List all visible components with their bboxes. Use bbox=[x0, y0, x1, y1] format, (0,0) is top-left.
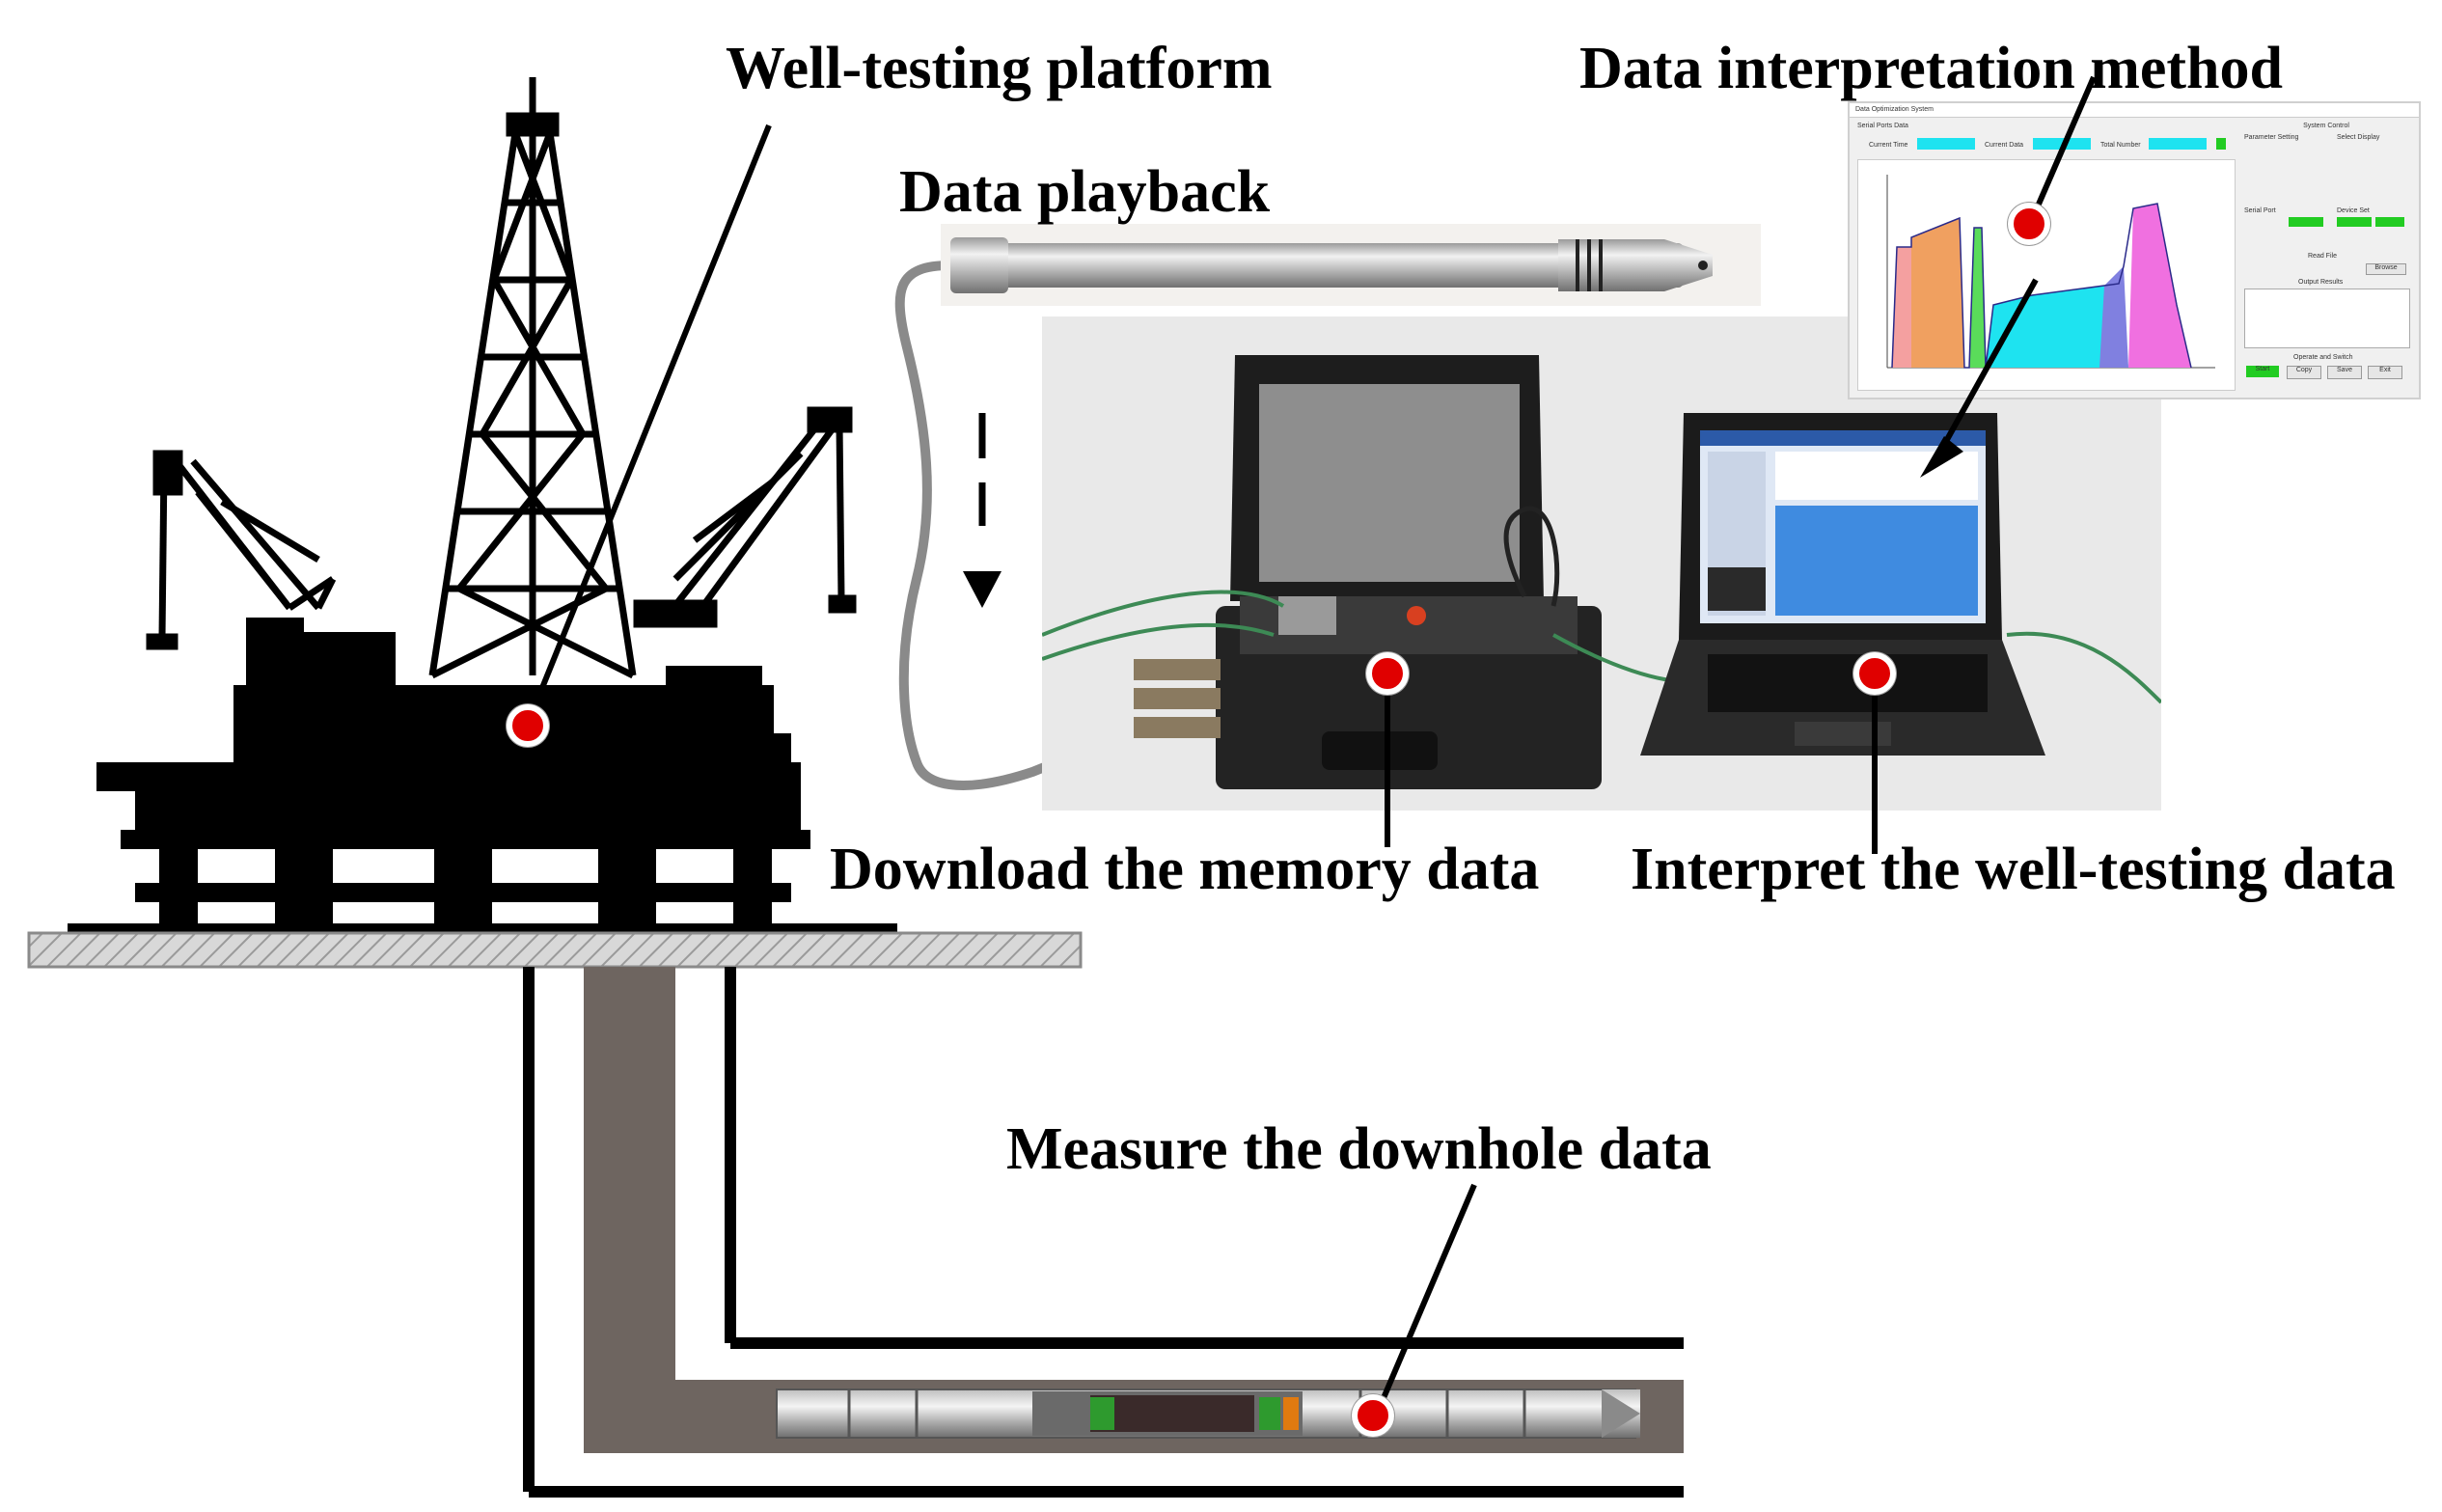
right-crane bbox=[633, 406, 857, 628]
total-number-label: Total Number bbox=[2100, 142, 2141, 149]
memory-box-and-laptop-photo bbox=[1041, 316, 2163, 811]
signal-plot bbox=[1857, 159, 2236, 391]
read-file-label: Read File bbox=[2308, 253, 2337, 260]
left-crane bbox=[146, 450, 337, 650]
output-results-table bbox=[2244, 289, 2410, 348]
copy-button[interactable]: Copy bbox=[2287, 366, 2321, 379]
label-download-memory-data: Download the memory data bbox=[830, 837, 1540, 902]
label-interpret-well-testing-data: Interpret the well-testing data bbox=[1631, 837, 2396, 902]
device-default-button[interactable] bbox=[2375, 217, 2404, 227]
marker-interpretation bbox=[2008, 203, 2050, 245]
serial-open-button[interactable] bbox=[2289, 217, 2323, 227]
memory-box-photo bbox=[1134, 355, 1602, 789]
operate-and-switch-label: Operate and Switch bbox=[2293, 354, 2353, 361]
marker-memory-box bbox=[1366, 652, 1409, 695]
total-number-field[interactable] bbox=[2149, 138, 2207, 150]
device-set-label: Device Set bbox=[2337, 207, 2370, 214]
marker-downhole-tool bbox=[1352, 1394, 1394, 1437]
parameter-setting-label: Parameter Setting bbox=[2244, 134, 2299, 141]
device-open-button[interactable] bbox=[2337, 217, 2372, 227]
label-data-interpretation-method: Data interpretation method bbox=[1579, 36, 2283, 101]
label-data-playback: Data playback bbox=[899, 159, 1271, 225]
current-time-field[interactable] bbox=[1917, 138, 1975, 150]
playback-tool-photo bbox=[941, 224, 1761, 306]
system-control-label: System Control bbox=[2303, 123, 2349, 129]
serial-ports-data-label: Serial Ports Data bbox=[1857, 123, 1908, 129]
marker-laptop bbox=[1853, 652, 1896, 695]
status-indicator bbox=[2216, 138, 2226, 150]
label-well-testing-platform: Well-testing platform bbox=[726, 36, 1273, 101]
current-data-field[interactable] bbox=[2033, 138, 2091, 150]
save-button[interactable]: Save bbox=[2327, 366, 2362, 379]
marker-platform bbox=[507, 704, 549, 747]
software-title-bar: Data Optimization System bbox=[1850, 103, 2419, 118]
platform-body bbox=[68, 618, 897, 936]
dashed-down-arrow bbox=[963, 413, 1001, 608]
exit-button[interactable]: Exit bbox=[2368, 366, 2402, 379]
data-cable bbox=[894, 261, 1058, 790]
start-button[interactable]: Start bbox=[2246, 366, 2279, 377]
ground-surface bbox=[27, 931, 1083, 969]
select-display-label: Select Display bbox=[2337, 134, 2380, 141]
output-results-label: Output Results bbox=[2298, 279, 2344, 286]
label-measure-downhole-data: Measure the downhole data bbox=[1006, 1116, 1712, 1182]
current-time-label: Current Time bbox=[1869, 142, 1908, 149]
serial-port-label: Serial Port bbox=[2244, 207, 2276, 214]
software-window-screenshot: Data Optimization System Serial Ports Da… bbox=[1848, 101, 2421, 399]
derrick-tower bbox=[428, 77, 637, 679]
browse-button[interactable]: Browse bbox=[2366, 263, 2406, 275]
current-data-label: Current Data bbox=[1985, 142, 2024, 149]
downhole-gauge-tool bbox=[776, 1388, 1640, 1439]
laptop-photo bbox=[1640, 413, 2045, 756]
